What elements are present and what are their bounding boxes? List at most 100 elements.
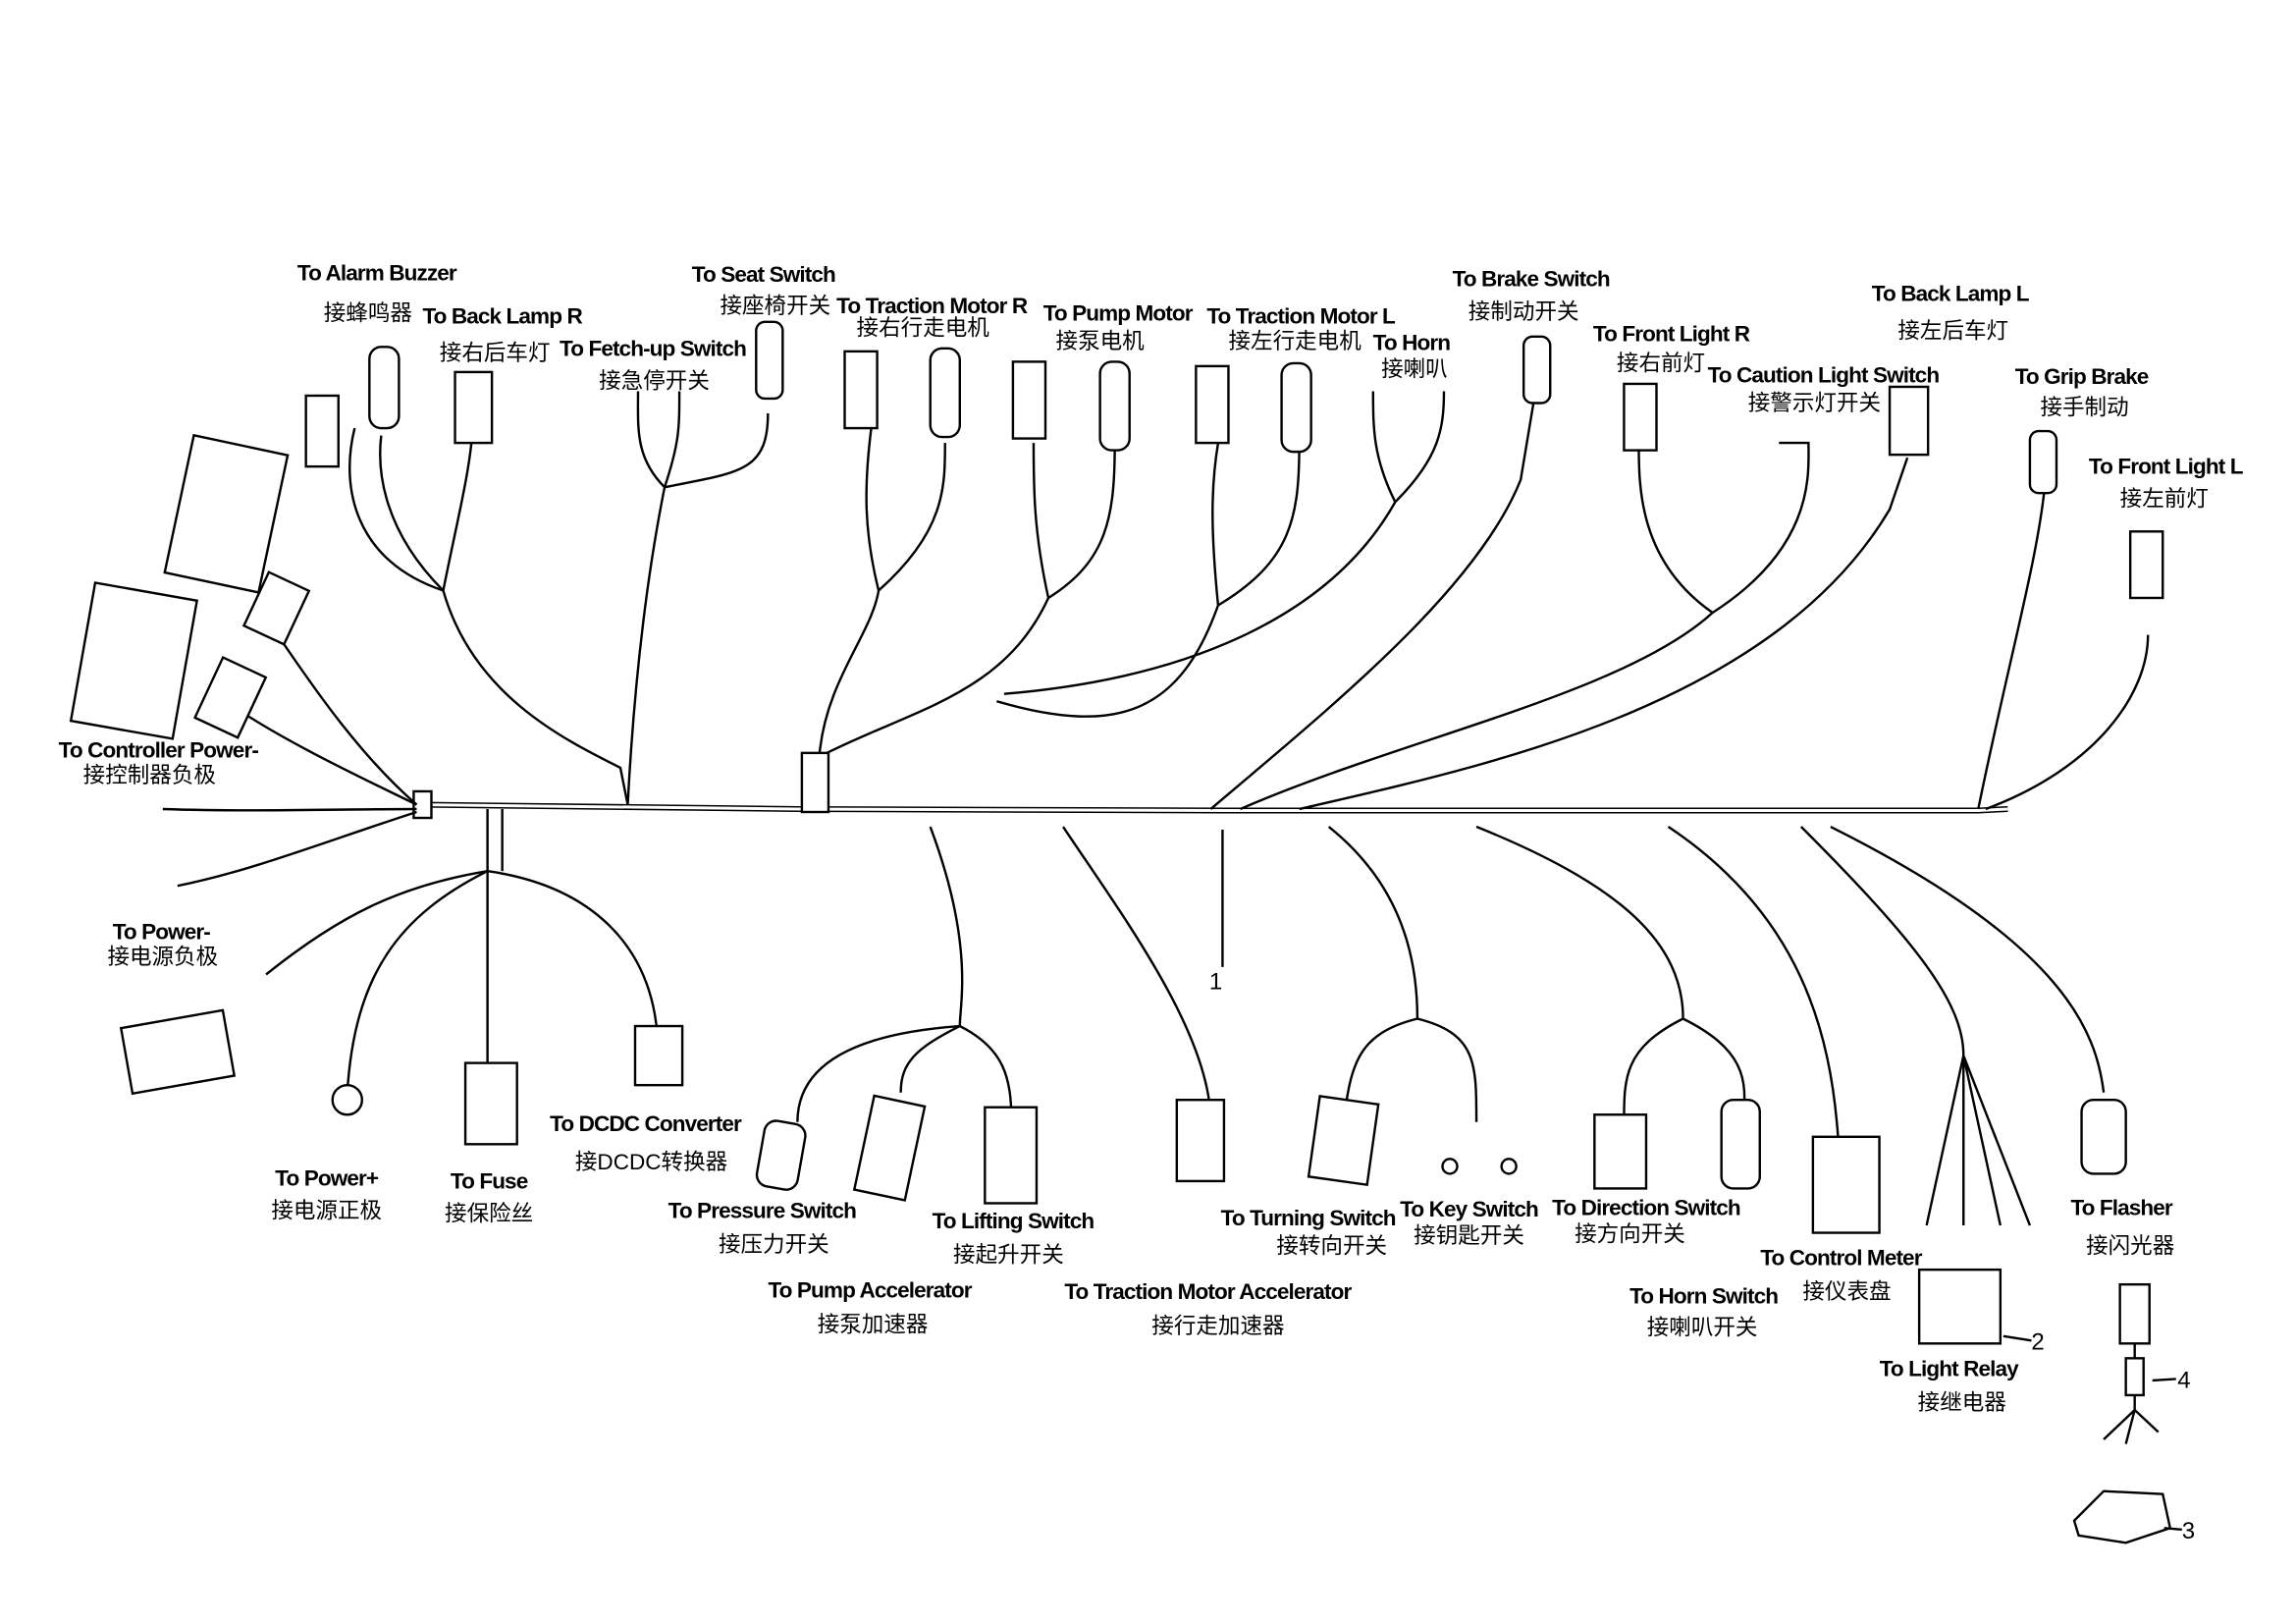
label-english: To Alarm Buzzer (297, 261, 457, 286)
label-chinese: 接控制器负极 (83, 763, 216, 787)
label-english: To Flasher (2070, 1195, 2172, 1219)
label-english: To Caution Light Switch (1708, 362, 1940, 387)
connector-label: To Lifting Switch 接起升开关 (933, 1209, 1095, 1268)
label-chinese: 接钥匙开关 (1414, 1223, 1524, 1248)
connector-label: To Front Light L 接左前灯 (2089, 455, 2245, 512)
connector-label: To Pressure Switch 接压力开关 (668, 1199, 857, 1258)
callout-2: 2 (2031, 1328, 2044, 1355)
upper-branches (162, 391, 2150, 888)
label-chinese: 接左前灯 (2120, 487, 2209, 512)
label-chinese: 接座椅开关 (720, 294, 830, 318)
connector-label: To Front Light R 接右前灯 (1593, 321, 1751, 375)
connector-label: To Controller Power-接控制器负极 (59, 737, 260, 787)
connector-label: To Light Relay 接继电器 (1880, 1356, 2020, 1415)
label-chinese: 接转向开关 (1276, 1234, 1387, 1259)
label-english: To Control Meter (1760, 1246, 1922, 1271)
label-english: To DCDC Converter (550, 1111, 742, 1136)
label-english: To Direction Switch (1552, 1195, 1740, 1219)
connector-label: To Alarm Buzzer 接蜂鸣器 (297, 261, 458, 326)
connector-label: To Power-接电源负极 (107, 919, 218, 969)
connector-label: To Back Lamp L 接左后车灯 (1872, 282, 2031, 344)
label-chinese: 接行走加速器 (1151, 1314, 1284, 1338)
label-english: To Brake Switch (1453, 267, 1610, 292)
connector-label: To Caution Light Switch 接警示灯开关 (1708, 362, 1941, 415)
label-english: To Traction Motor Accelerator (1064, 1279, 1352, 1304)
label-chinese: 接右前灯 (1617, 351, 1705, 375)
label-english: To Fetch-up Switch (560, 336, 746, 360)
callout-4: 4 (2177, 1367, 2190, 1393)
label-chinese: 接压力开关 (719, 1232, 829, 1257)
label-chinese: 接电源负极 (107, 945, 218, 969)
label-chinese: 接方向开关 (1575, 1222, 1685, 1247)
label-english: To Seat Switch (692, 262, 835, 287)
label-english: To Pressure Switch (668, 1199, 856, 1223)
label-english: To Back Lamp L (1872, 282, 2030, 306)
label-chinese: 接喇叭 (1381, 356, 1448, 381)
lower-branches (265, 808, 2106, 1226)
label-english: To Pump Accelerator (768, 1278, 972, 1303)
label-chinese: 接警示灯开关 (1748, 391, 1881, 415)
connector-label: To Back Lamp R 接右后车灯 (422, 303, 583, 365)
label-english: To Pump Motor (1043, 300, 1194, 325)
connector-label: To Turning Switch 接转向开关 (1221, 1206, 1397, 1259)
label-chinese: 接泵加速器 (818, 1312, 929, 1336)
label-english: To Turning Switch (1221, 1206, 1396, 1230)
connector-label: To Power+接电源正极 (271, 1165, 382, 1222)
connector-label: To Seat Switch 接座椅开关 (692, 262, 836, 318)
label-chinese: 接蜂鸣器 (324, 300, 412, 325)
label-chinese: 接起升开关 (953, 1243, 1064, 1268)
label-english: To Fuse (451, 1168, 528, 1193)
connector-label: To Flasher 接闪光器 (2070, 1195, 2174, 1258)
label-chinese: 接泵电机 (1056, 329, 1146, 353)
label-english: To Traction Motor R (836, 294, 1028, 318)
label-english: To Power+ (275, 1165, 379, 1190)
connector-label: To Pump Motor 接泵电机 (1043, 300, 1195, 353)
label-chinese: 接继电器 (1918, 1390, 2006, 1415)
connector-label: To Direction Switch 接方向开关 (1552, 1195, 1741, 1247)
label-chinese: 接右后车灯 (440, 341, 551, 365)
label-english: To Back Lamp R (422, 303, 582, 328)
label-english: To Front Light R (1593, 321, 1750, 346)
connector-label: To Grip Brake 接手制动 (2015, 364, 2150, 420)
connector-label: To Fuse 接保险丝 (445, 1168, 533, 1225)
label-english: To Controller Power- (59, 737, 259, 762)
label-chinese: 接左行走电机 (1228, 329, 1362, 353)
label-english: To Key Switch (1400, 1197, 1538, 1221)
callout-1: 1 (1209, 968, 1222, 995)
label-chinese: 接左后车灯 (1897, 318, 2008, 343)
connector-label: To Fetch-up Switch 接急停开关 (560, 336, 747, 393)
label-chinese: 接制动开关 (1468, 299, 1579, 324)
label-chinese: 接保险丝 (445, 1202, 533, 1226)
callout-3: 3 (2182, 1518, 2195, 1544)
label-english: To Traction Motor L (1206, 303, 1396, 328)
label-english: To Light Relay (1880, 1356, 2019, 1380)
label-chinese: 接急停开关 (599, 368, 710, 393)
label-english: To Horn (1373, 330, 1451, 354)
connector-label: To Pump Accelerator 接泵加速器 (768, 1278, 973, 1337)
connectors (69, 320, 2172, 1544)
label-chinese: 接手制动 (2040, 396, 2128, 420)
main-trunk (412, 751, 2008, 820)
label-english: To Lifting Switch (933, 1209, 1095, 1233)
label-chinese: 接仪表盘 (1802, 1279, 1891, 1304)
label-english: To Power- (113, 919, 211, 944)
connector-label: To DCDC Converter 接DCDC转换器 (550, 1111, 743, 1174)
label-chinese: 接闪光器 (2086, 1234, 2174, 1259)
label-chinese: 接DCDC转换器 (575, 1150, 727, 1174)
connector-label: To Traction Motor Accelerator 接行走加速器 (1064, 1279, 1353, 1338)
callout-leaders (2002, 1334, 2182, 1531)
connector-label: To Control Meter 接仪表盘 (1760, 1246, 1923, 1305)
label-english: To Horn Switch (1629, 1284, 1778, 1309)
label-english: To Grip Brake (2015, 364, 2149, 389)
connector-label: To Horn Switch 接喇叭开关 (1629, 1284, 1779, 1340)
label-chinese: 接喇叭开关 (1647, 1315, 1758, 1339)
label-english: To Front Light L (2089, 455, 2244, 479)
connector-label: To Brake Switch 接制动开关 (1453, 267, 1611, 324)
